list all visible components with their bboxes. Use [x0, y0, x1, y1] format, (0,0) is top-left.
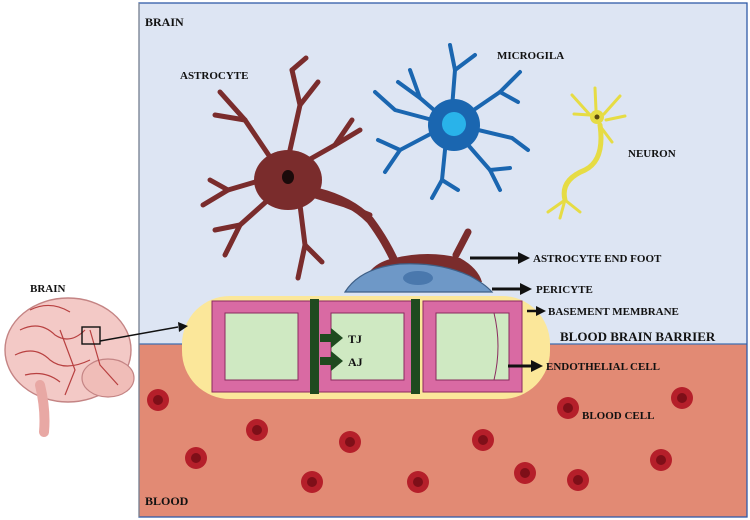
pericyte-cell-icon	[343, 263, 494, 293]
microglia-label: MICROGILA	[497, 50, 564, 62]
arrowhead-astrocyte-end-foot	[518, 252, 530, 264]
adherens-junction-label: AJ	[348, 355, 363, 369]
arrowhead-basement-membrane	[536, 306, 546, 316]
brain-region-label: BRAIN	[145, 15, 184, 29]
red-blood-cell-icon	[557, 397, 579, 419]
zoom-box	[81, 326, 101, 345]
astrocyte-label: ASTROCYTE	[180, 70, 248, 82]
blood-cell-label: BLOOD CELL	[582, 410, 654, 422]
red-blood-cell-icon	[650, 449, 672, 471]
red-blood-cell-icon	[567, 469, 589, 491]
blood-brain-barrier-label: BLOOD BRAIN BARRIER	[560, 329, 716, 344]
red-blood-cell-icon	[472, 429, 494, 451]
red-blood-cell-icon	[339, 431, 361, 453]
red-blood-cell-icon	[185, 447, 207, 469]
arrowhead-pericyte	[520, 283, 532, 295]
junction-bar-right	[411, 299, 420, 394]
red-blood-cell-icon	[301, 471, 323, 493]
pericyte-label: PERICYTE	[536, 284, 593, 296]
neuron-label: NEURON	[628, 148, 676, 160]
endothelial-cell-1	[211, 300, 312, 393]
zoom-line	[99, 326, 179, 342]
red-blood-cell-icon	[514, 462, 536, 484]
outside-brain-label: BRAIN	[30, 283, 66, 295]
tight-junction-arrow	[320, 328, 343, 348]
endothelial-cell-label: ENDOTHELIAL CELL	[546, 361, 660, 373]
adherens-junction-arrow	[320, 351, 343, 371]
astrocyte-end-foot-label: ASTROCYTE END FOOT	[533, 253, 662, 265]
astrocyte-cell-icon	[200, 55, 472, 281]
endothelial-cell-2	[317, 300, 418, 393]
arrowhead-endothelial-cell	[531, 360, 543, 372]
blood-region-label: BLOOD	[145, 494, 189, 508]
brain-icon	[4, 297, 135, 437]
junction-bar-left	[310, 299, 319, 394]
red-blood-cell-icon	[671, 387, 693, 409]
endothelial-cell-3	[422, 300, 523, 393]
red-blood-cells	[147, 387, 693, 493]
red-blood-cell-icon	[407, 471, 429, 493]
neuron-cell-icon	[546, 86, 627, 220]
tight-junction-label: TJ	[348, 332, 362, 346]
red-blood-cell-icon	[246, 419, 268, 441]
microglia-cell-icon	[373, 43, 530, 200]
basement-membrane-label: BASEMENT MEMBRANE	[548, 306, 679, 318]
zoom-arrowhead	[178, 322, 188, 332]
red-blood-cell-icon	[147, 389, 169, 411]
